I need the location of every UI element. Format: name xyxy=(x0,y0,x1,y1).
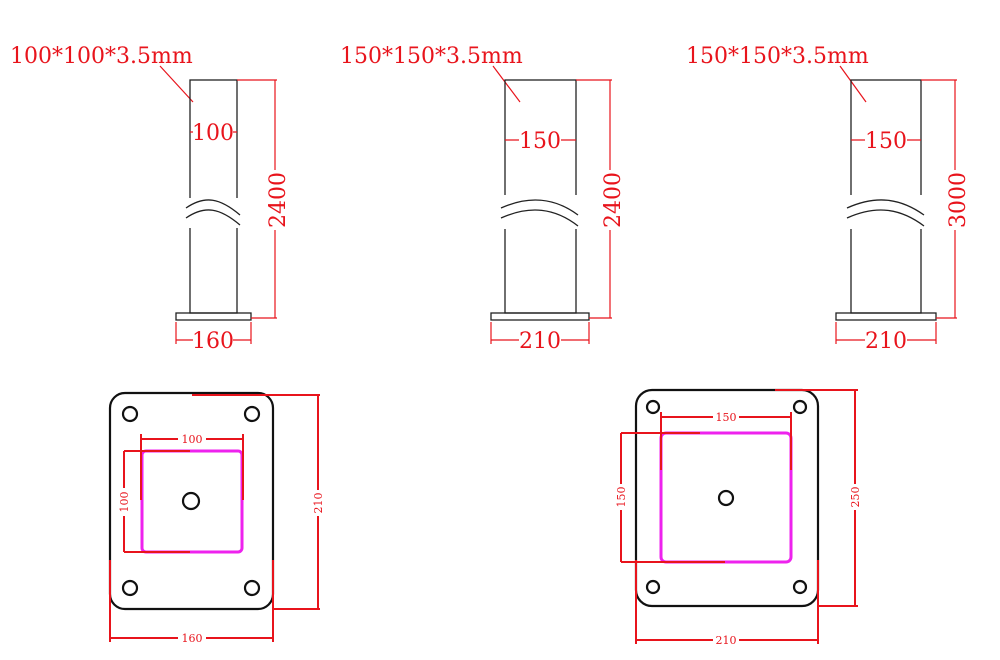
post-outline xyxy=(189,79,238,314)
bolt-hole-icon xyxy=(243,579,261,597)
spec-label: 150*150*3.5mm xyxy=(340,44,523,69)
tube-width-dim: 150 xyxy=(716,411,737,424)
bolt-hole-icon xyxy=(121,579,139,597)
tube-depth-dim: 150 xyxy=(615,487,628,508)
break-line xyxy=(846,199,925,227)
leader-line xyxy=(159,65,194,103)
post-width-dim: 150 xyxy=(865,129,907,154)
height-dim: 3000 xyxy=(946,172,971,228)
base-plate xyxy=(175,312,252,321)
tube-section xyxy=(659,431,793,564)
base-plate-outline xyxy=(108,391,275,611)
elevation-3: 150*150*3.5mm 150 3000 210 xyxy=(686,44,971,354)
base-plate-outline xyxy=(634,388,820,608)
plate-width-dim: 160 xyxy=(182,632,203,645)
bolt-hole-icon xyxy=(645,399,661,415)
center-hole-icon xyxy=(717,489,735,507)
base-width-dim: 210 xyxy=(519,329,561,354)
plate-height-dim: 250 xyxy=(849,487,862,508)
bolt-hole-icon xyxy=(121,405,139,423)
post-width-dim: 100 xyxy=(192,121,234,146)
plate-width-dim: 210 xyxy=(716,634,737,647)
base-plate xyxy=(835,312,937,321)
bolt-hole-icon xyxy=(792,399,808,415)
post-width-dim: 150 xyxy=(519,129,561,154)
base-width-dim: 160 xyxy=(192,329,234,354)
plan-1: 100 100 210 160 xyxy=(108,391,325,645)
bolt-hole-icon xyxy=(792,579,808,595)
spec-label: 150*150*3.5mm xyxy=(686,44,869,69)
tube-section xyxy=(140,449,244,554)
break-line xyxy=(500,199,579,227)
spec-label: 100*100*3.5mm xyxy=(10,44,193,69)
height-dim: 2400 xyxy=(266,172,291,228)
tube-depth-dim: 100 xyxy=(118,492,131,513)
bolt-hole-icon xyxy=(243,405,261,423)
base-plate xyxy=(490,312,590,321)
base-width-dim: 210 xyxy=(865,329,907,354)
elevation-1: 100*100*3.5mm 100 2400 160 xyxy=(10,44,291,354)
center-hole-icon xyxy=(181,491,201,511)
height-dim: 2400 xyxy=(601,172,626,228)
break-line xyxy=(185,199,241,226)
plan-2: 150 150 250 210 xyxy=(614,388,862,647)
tube-width-dim: 100 xyxy=(182,433,203,446)
bolt-hole-icon xyxy=(645,579,661,595)
plate-height-dim: 210 xyxy=(312,493,325,514)
elevation-2: 150*150*3.5mm 150 2400 210 xyxy=(340,44,626,354)
